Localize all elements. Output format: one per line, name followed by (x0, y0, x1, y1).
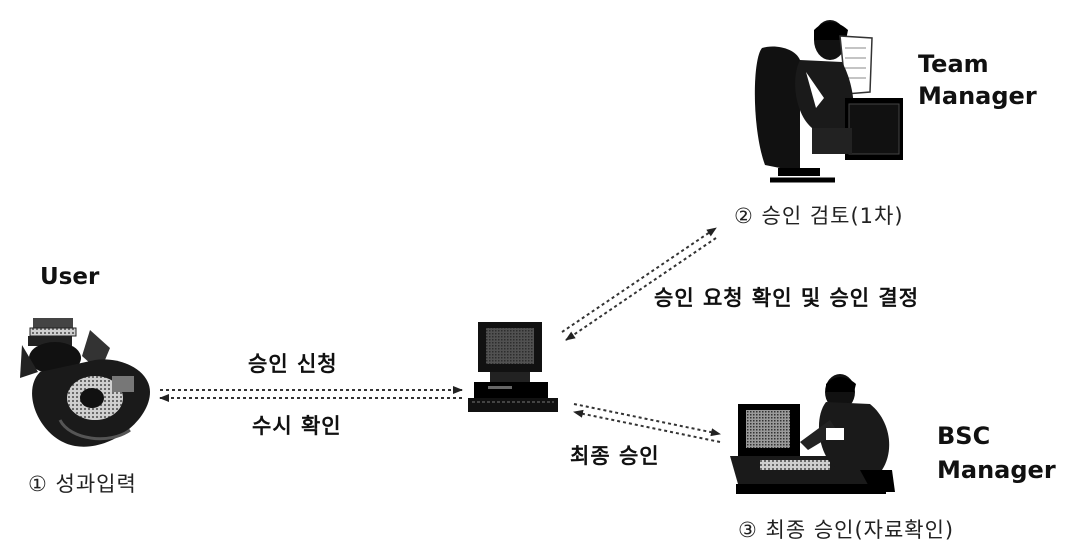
bsc-manager-figure-icon (730, 374, 895, 494)
user-figure-icon (20, 318, 150, 447)
step2-label: ② 승인 검토(1차) (734, 204, 904, 228)
request-approval-label: 승인 신청 (248, 352, 338, 376)
check-anytime-label: 수시 확인 (252, 414, 342, 438)
final-approval-label: 최종 승인 (570, 444, 660, 468)
bsc-manager-label-line1: BSC (937, 422, 991, 450)
server-computer-icon (468, 322, 558, 412)
team-manager-label-line1: Team (918, 50, 989, 78)
team-manager-figure-icon (754, 20, 903, 183)
arrow-to-team-manager (561, 227, 717, 333)
arrow-from-team-manager (565, 237, 717, 341)
team-manager-label-line2: Manager (918, 82, 1037, 110)
arrow-from-bsc-manager (573, 409, 721, 443)
step3-label: ③ 최종 승인(자료확인) (738, 518, 955, 542)
user-label: User (40, 264, 100, 290)
confirm-and-decide-label: 승인 요청 확인 및 승인 결정 (654, 286, 920, 310)
arrow-to-bsc-manager (573, 403, 721, 437)
step1-label: ① 성과입력 (28, 472, 137, 496)
bsc-manager-label-line2: Manager (937, 456, 1056, 484)
